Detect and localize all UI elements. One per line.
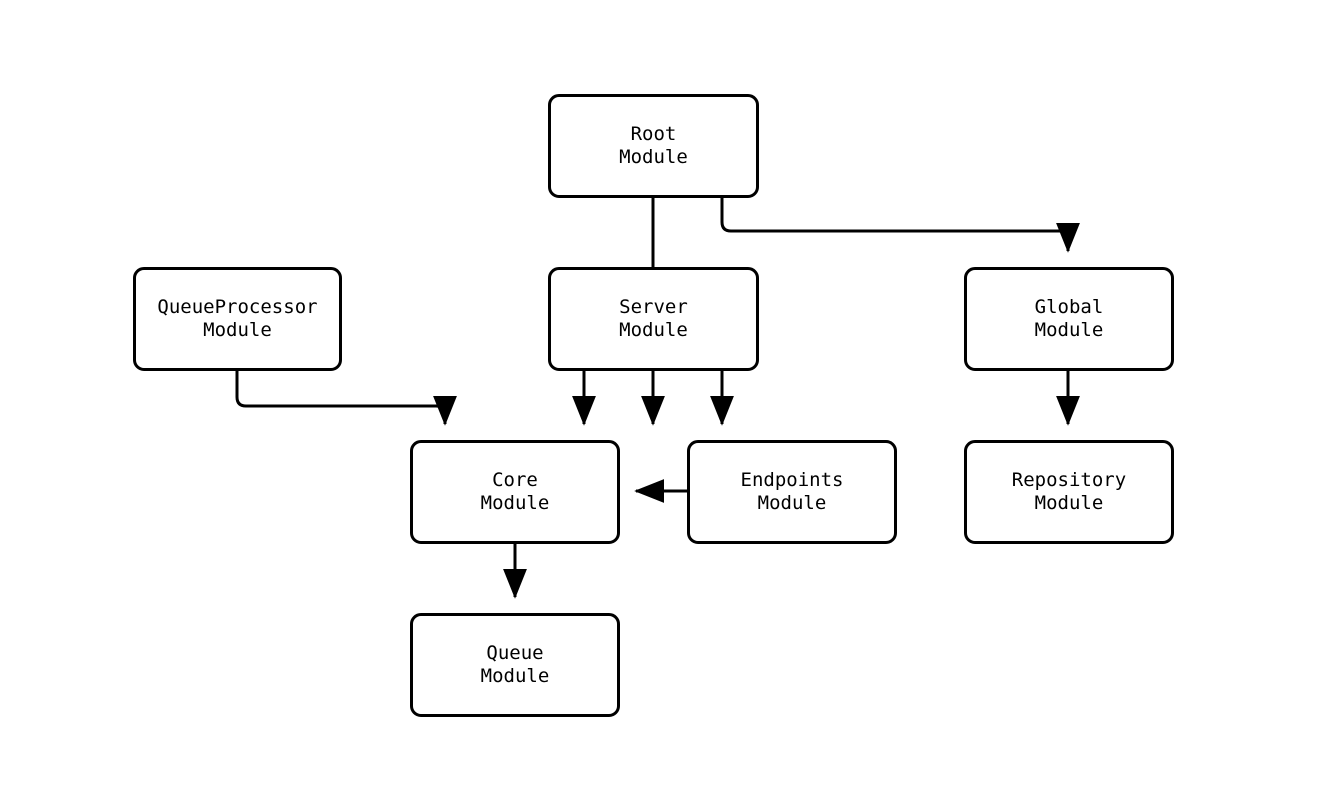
node-global-line1: Global: [1034, 296, 1104, 318]
node-server[interactable]: Server Module: [548, 267, 759, 371]
node-queueprocessor[interactable]: QueueProcessor Module: [133, 267, 342, 371]
node-queue-line2: Module: [480, 665, 550, 687]
node-global-line2: Module: [1034, 319, 1104, 341]
node-core-line1: Core: [492, 469, 538, 491]
node-server-line2: Module: [619, 319, 688, 341]
node-queue[interactable]: Queue Module: [410, 613, 620, 717]
node-repository-line1: Repository: [1011, 469, 1127, 491]
node-repository-line2: Module: [1034, 492, 1104, 514]
node-core-line2: Module: [480, 492, 550, 514]
edge-root-global: [720, 198, 1080, 253]
node-root-line1: Root: [630, 123, 677, 145]
node-global[interactable]: Global Module: [964, 267, 1174, 371]
node-server-line1: Server: [619, 296, 688, 318]
node-endpoints[interactable]: Endpoints Module: [687, 440, 897, 544]
node-endpoints-line2: Module: [757, 492, 827, 514]
edge-queueprocessor-core: [235, 371, 457, 426]
node-root[interactable]: Root Module: [548, 94, 759, 198]
node-repository[interactable]: Repository Module: [964, 440, 1174, 544]
node-queueprocessor-line2: Module: [203, 319, 272, 341]
node-root-line2: Module: [619, 146, 688, 168]
node-queue-line1: Queue: [486, 642, 544, 664]
node-core[interactable]: Core Module: [410, 440, 620, 544]
node-endpoints-line1: Endpoints: [740, 469, 844, 491]
node-queueprocessor-line1: QueueProcessor: [157, 296, 318, 318]
